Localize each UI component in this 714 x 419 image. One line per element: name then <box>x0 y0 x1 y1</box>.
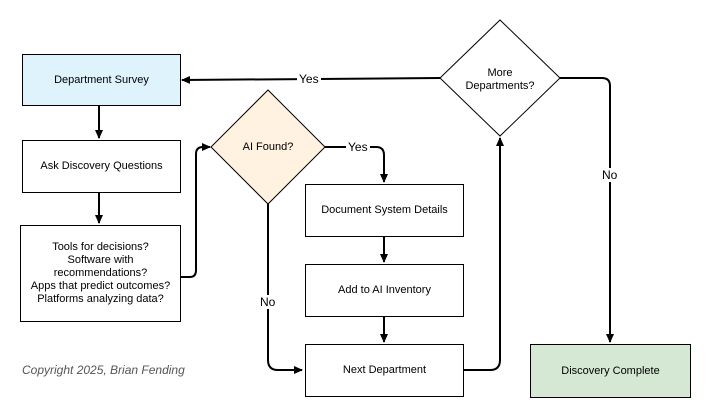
question-item: Software with recommendations? <box>53 254 148 279</box>
ai-found-label: AI Found? <box>242 140 294 153</box>
question-item: Apps that predict outcomes? <box>30 280 171 292</box>
next-department-label: Next Department <box>342 364 427 376</box>
question-item: Platforms analyzing data? <box>37 293 164 305</box>
copyright-text: Copyright 2025, Brian Fending <box>22 363 185 377</box>
edge-ai-found-no <box>267 204 303 374</box>
question-item: Tools for decisions? <box>52 241 149 253</box>
department-survey-box: Department Survey <box>22 54 181 106</box>
edge-ai-found-yes <box>325 146 388 183</box>
ask-questions-label: Ask Discovery Questions <box>40 160 163 172</box>
document-details-box: Document System Details <box>305 184 464 237</box>
next-department-box: Next Department <box>305 344 464 397</box>
edge-label-more-no: No <box>600 168 620 182</box>
questions-list-box: Tools for decisions? Software with recom… <box>20 225 181 322</box>
edge-label-more-yes: Yes <box>297 72 321 86</box>
add-inventory-box: Add to AI Inventory <box>305 264 464 317</box>
discovery-complete-box: Discovery Complete <box>530 344 691 398</box>
more-departments-label: More Departments? <box>465 67 535 92</box>
edge-next-to-more <box>464 137 504 371</box>
ask-questions-box: Ask Discovery Questions <box>22 140 181 193</box>
discovery-complete-label: Discovery Complete <box>561 364 660 377</box>
add-inventory-label: Add to AI Inventory <box>338 284 431 296</box>
department-survey-label: Department Survey <box>54 73 149 86</box>
edge-label-ai-no: No <box>258 295 278 309</box>
edge-more-no <box>560 77 614 343</box>
edge-label-ai-yes: Yes <box>346 140 370 154</box>
more-departments-diamond <box>439 19 561 137</box>
document-details-label: Document System Details <box>321 204 448 216</box>
edge-list-to-ai-found <box>181 143 211 278</box>
